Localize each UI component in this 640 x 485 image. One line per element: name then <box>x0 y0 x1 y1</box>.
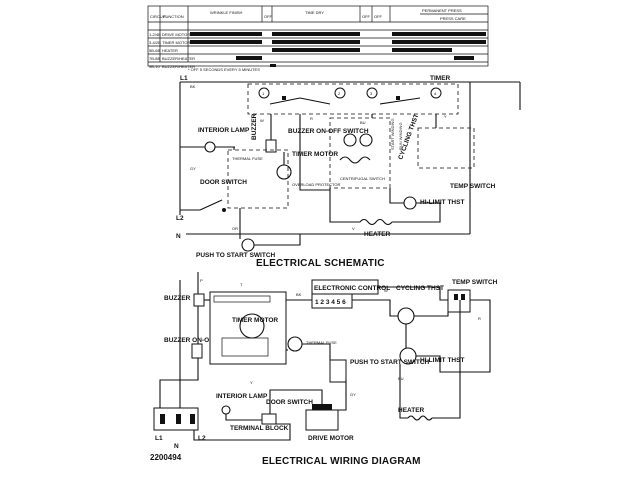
chart-row-circuit: 7B-8B <box>149 56 160 61</box>
chart-row-circuit: 9B-10 <box>149 64 160 69</box>
wire-color-tag: W <box>384 288 388 293</box>
chart-row-function: BUZZER/HEATER <box>162 64 195 69</box>
timer-terminal-4: 4 <box>434 91 437 96</box>
wiring-door-switch-label: DOOR SWITCH <box>266 399 313 406</box>
overload-protector-label: OVERLOAD PROTECTOR <box>292 182 340 187</box>
drive-motor-label: DRIVE MOTOR <box>308 435 354 442</box>
heater-label: HEATER <box>364 231 391 238</box>
chart-row-circuit: 1-2/4B <box>149 32 161 37</box>
buzzer-onoff-label: BUZZER ON-OFF SWITCH <box>288 128 369 135</box>
door-switch-label: DOOR SWITCH <box>200 179 247 186</box>
chart-col-presscare: PRESS CARE <box>440 16 466 21</box>
wire-color-tag: P <box>200 278 203 283</box>
timer-terminal-3: 3 <box>370 91 373 96</box>
electrical-schematic: L1 L2 N TIMER 1 2 3 4 INTERIOR LAMP BUZZ… <box>176 75 521 269</box>
wire-color-tag: GY <box>350 392 356 397</box>
interior-lamp-label: INTERIOR LAMP <box>198 127 250 134</box>
temp-switch-label: TEMP SWITCH <box>450 183 496 190</box>
timer-terminal-1: 1 <box>262 91 265 96</box>
wire-color-tag: Y <box>444 114 447 119</box>
wiring-push-start-label: PUSH TO START SWITCH <box>350 359 430 366</box>
wiring-temp-switch-label: TEMP SWITCH <box>452 279 498 286</box>
chart-col-circuit: CIRCUIT <box>150 14 167 19</box>
wiring-hi-limit-label: HI-LIMIT THST <box>420 357 464 364</box>
schematic-title: ELECTRICAL SCHEMATIC <box>256 258 385 269</box>
wiring-interior-lamp-label: INTERIOR LAMP <box>216 393 268 400</box>
wiring-timer-motor-label: TIMER MOTOR <box>232 317 278 324</box>
wiring-heater-label: HEATER <box>398 407 425 414</box>
wire-color-tag: W <box>260 118 264 123</box>
chart-col-off-2: OFF <box>362 14 371 19</box>
start-winding-label: START WINDING <box>390 118 395 150</box>
part-number: 2200494 <box>150 453 182 462</box>
electronic-control-terminals: 1 2 3 4 5 6 <box>315 299 346 306</box>
chart-col-off-1: OFF <box>264 14 273 19</box>
wiring-thermal-fuse-label: THERMAL FUSE <box>306 340 337 345</box>
timer-terminal-2: 2 <box>338 91 341 96</box>
chart-row-circuit: 3-4/2B <box>149 40 161 45</box>
chart-col-timedry: TIME DRY <box>305 10 324 15</box>
wire-color-tag: Y <box>250 380 253 385</box>
chart-col-function: FUNCTION <box>163 14 184 19</box>
wiring-n-label: N <box>174 443 179 450</box>
chart-col-wrinkle: WRINKLE FINISH <box>210 10 243 15</box>
chart-row-circuit: 5B-6B <box>149 48 160 53</box>
schematic-l2-label: L2 <box>176 215 184 222</box>
timing-chart: CIRCUIT FUNCTION WRINKLE FINISH OFF TIME… <box>147 5 489 72</box>
wire-color-tag: BU <box>360 120 366 125</box>
chart-row-function: DRIVE MOTOR <box>162 32 190 37</box>
terminal-block-label: TERMINAL BLOCK <box>230 425 289 432</box>
wiring-buzzer-onoff-label: BUZZER ON-OFF SWITCH <box>164 337 245 344</box>
push-start-label: PUSH TO START SWITCH <box>196 252 276 259</box>
wire-color-tag: V <box>352 226 355 231</box>
electronic-control-label: ELECTRONIC CONTROL <box>314 285 390 292</box>
schematic-n-label: N <box>176 233 181 240</box>
chart-col-off-3: OFF <box>374 14 383 19</box>
buzzer-label: BUZZER <box>251 113 258 140</box>
chart-row-function: BUZZER/HEATER <box>162 56 195 61</box>
wire-color-tag: BU <box>398 376 404 381</box>
chart-row-function: TIMER MOTOR <box>162 40 190 45</box>
wire-color-tag: OR <box>232 226 238 231</box>
wiring-cycling-thst-label: CYCLING THST <box>396 285 444 292</box>
centrifugal-switch-label: CENTRIFUGAL SWITCH <box>340 176 385 181</box>
electrical-wiring-diagram: ELECTRONIC CONTROL 1 2 3 4 5 6 BUZZER BU… <box>153 272 498 467</box>
chart-row-function: HEATER <box>162 48 178 53</box>
schematic-l1-label: L1 <box>180 75 188 82</box>
wiring-buzzer-label: BUZZER <box>164 295 191 302</box>
hi-limit-label: HI-LIMIT THST <box>420 199 464 206</box>
wire-color-tag: R <box>310 116 313 121</box>
wiring-title: ELECTRICAL WIRING DIAGRAM <box>262 456 421 467</box>
wire-color-tag: BK <box>296 292 302 297</box>
wiring-l1-label: L1 <box>155 435 163 442</box>
wire-color-tag: GY <box>190 166 196 171</box>
chart-col-permpress: PERMANENT PRESS <box>422 8 462 13</box>
wire-color-tag: T <box>240 282 243 287</box>
thermal-fuse-label: THERMAL FUSE <box>232 156 263 161</box>
timer-motor-label: TIMER MOTOR <box>292 151 338 158</box>
timer-label: TIMER <box>430 75 451 82</box>
wiring-l2-label: L2 <box>198 435 206 442</box>
chart-footnote: * OFF 5 SECONDS EVERY 5 MINUTES <box>188 67 260 72</box>
wire-color-tag: BK <box>190 84 196 89</box>
run-winding-label: RUN WINDING <box>398 122 403 150</box>
wire-color-tag: R <box>478 316 481 321</box>
